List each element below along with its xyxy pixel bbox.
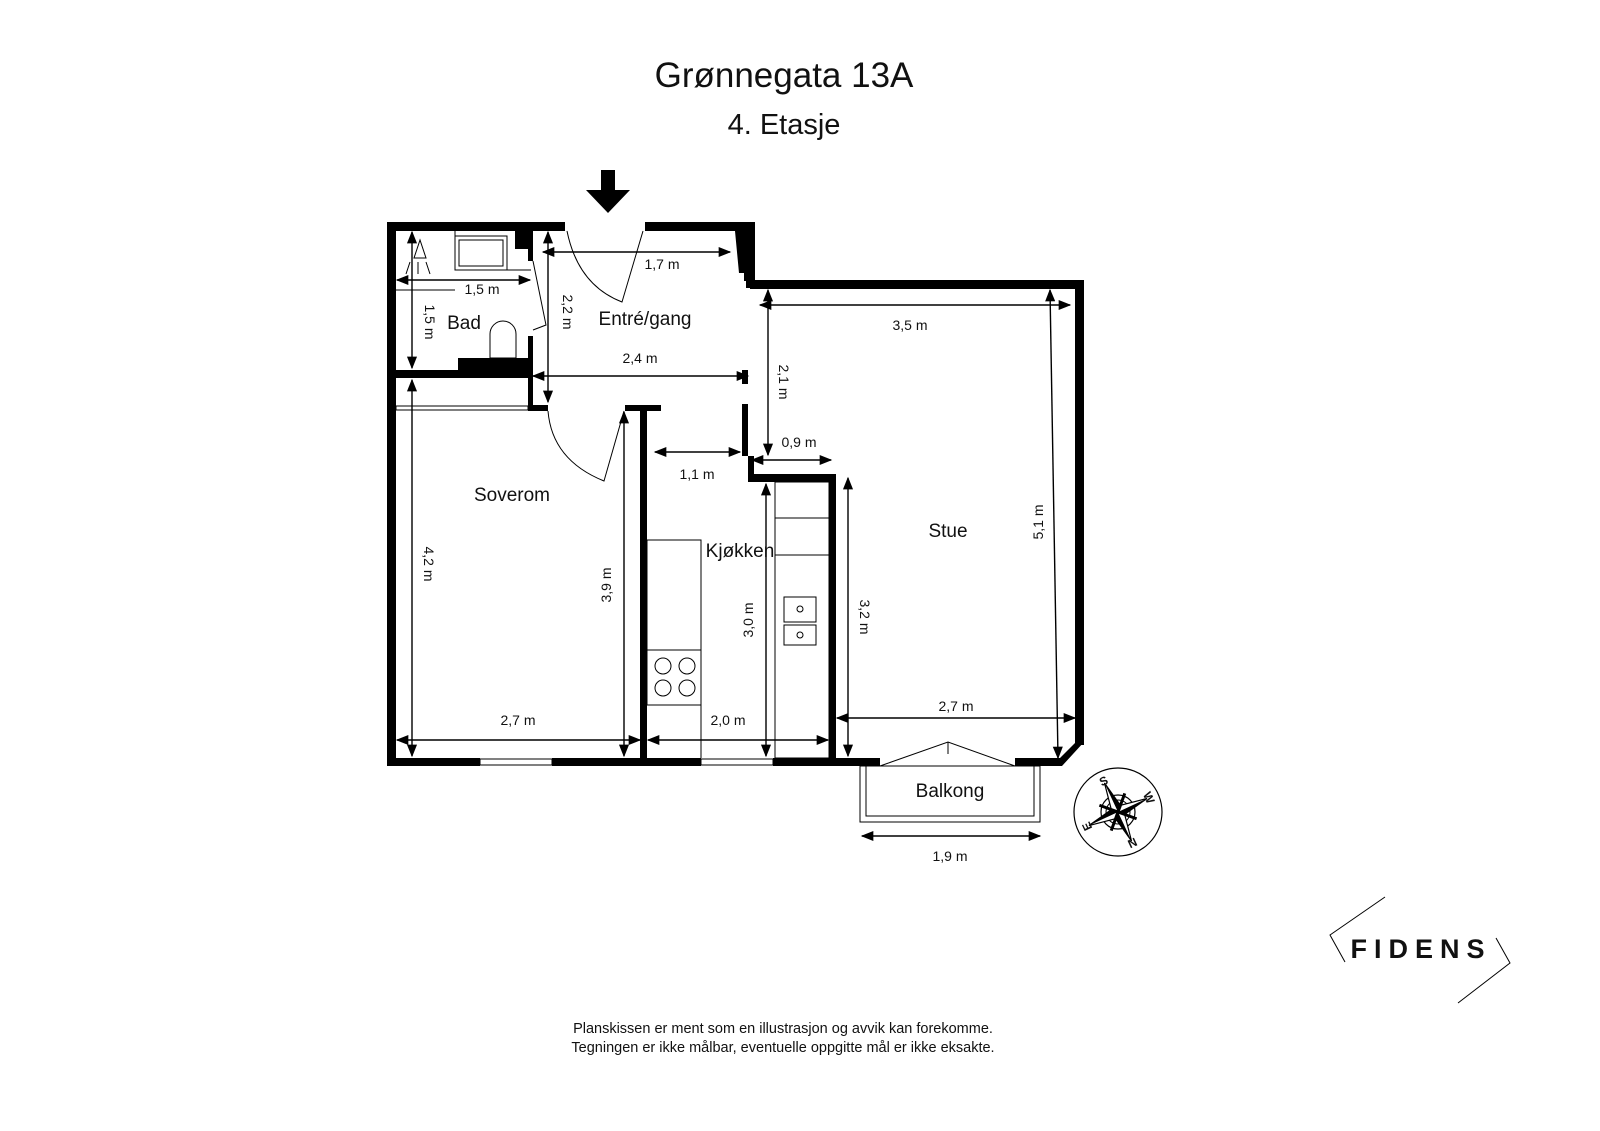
room-entre: Entré/gang <box>599 309 692 330</box>
room-bad: Bad <box>447 313 481 334</box>
bathroom-fixtures <box>396 231 531 359</box>
dim-stue-lower-length: 3,2 m <box>857 599 873 634</box>
dim-bad-width: 1,5 m <box>464 281 499 297</box>
kitchen-fixtures <box>646 481 830 759</box>
dim-soverom-length: 4,2 m <box>421 546 437 581</box>
toilet-icon <box>489 320 517 359</box>
room-stue: Stue <box>928 521 967 542</box>
plan-title: Grønnegata 13A <box>655 56 914 95</box>
room-labels: Bad Entré/gang Soverom Kjøkken Stue Balk… <box>447 309 984 802</box>
room-soverom: Soverom <box>474 485 550 506</box>
dim-soverom-inner: 3,9 m <box>598 567 614 602</box>
fidens-logo: FIDENS <box>1329 896 1511 1004</box>
compass-w: W <box>1140 790 1158 807</box>
dim-kjokken-length: 3,0 m <box>740 602 756 637</box>
walls <box>387 222 1084 766</box>
floor-label: 4. Etasje <box>728 109 841 141</box>
dim-entre-length: 2,4 m <box>622 350 657 366</box>
dim-kjokken-entry: 1,1 m <box>679 466 714 482</box>
dim-stue-niche-width: 0,9 m <box>781 434 816 450</box>
dimension-labels: 1,5 m 1,5 m 1,7 m 2,2 m 2,4 m 3,5 m 2,1 … <box>421 256 1046 864</box>
dim-stue-niche-depth: 2,1 m <box>776 364 792 399</box>
balcony <box>859 765 1041 823</box>
dim-stue-lower-width: 2,7 m <box>938 698 973 714</box>
room-balkong: Balkong <box>916 781 985 802</box>
disclaimer-line-1: Planskissen er ment som en illustrasjon … <box>573 1021 993 1037</box>
dim-entre-width: 1,7 m <box>644 256 679 272</box>
dim-stue-width: 3,5 m <box>892 317 927 333</box>
dim-soverom-width: 2,7 m <box>500 712 535 728</box>
dim-entre-depth: 2,2 m <box>560 294 576 329</box>
dim-kjokken-width: 2,0 m <box>710 712 745 728</box>
dim-bad-depth: 1,5 m <box>422 304 438 339</box>
logo-text: FIDENS <box>1350 934 1491 964</box>
room-kjokken: Kjøkken <box>706 541 775 562</box>
compass-e: E <box>1079 820 1095 833</box>
dim-stue-length: 5,1 m <box>1030 504 1046 539</box>
dimension-lines <box>395 230 1077 842</box>
disclaimer-line-2: Tegningen er ikke målbar, eventuelle opp… <box>571 1040 994 1056</box>
compass-n: N <box>1125 835 1139 851</box>
arrow-down-icon <box>586 170 630 213</box>
shower-icon <box>405 238 431 275</box>
doors <box>395 230 1016 767</box>
compass-s: S <box>1097 773 1110 789</box>
dim-balkong-width: 1,9 m <box>932 848 967 864</box>
compass-icon: E S W N <box>1073 767 1163 857</box>
